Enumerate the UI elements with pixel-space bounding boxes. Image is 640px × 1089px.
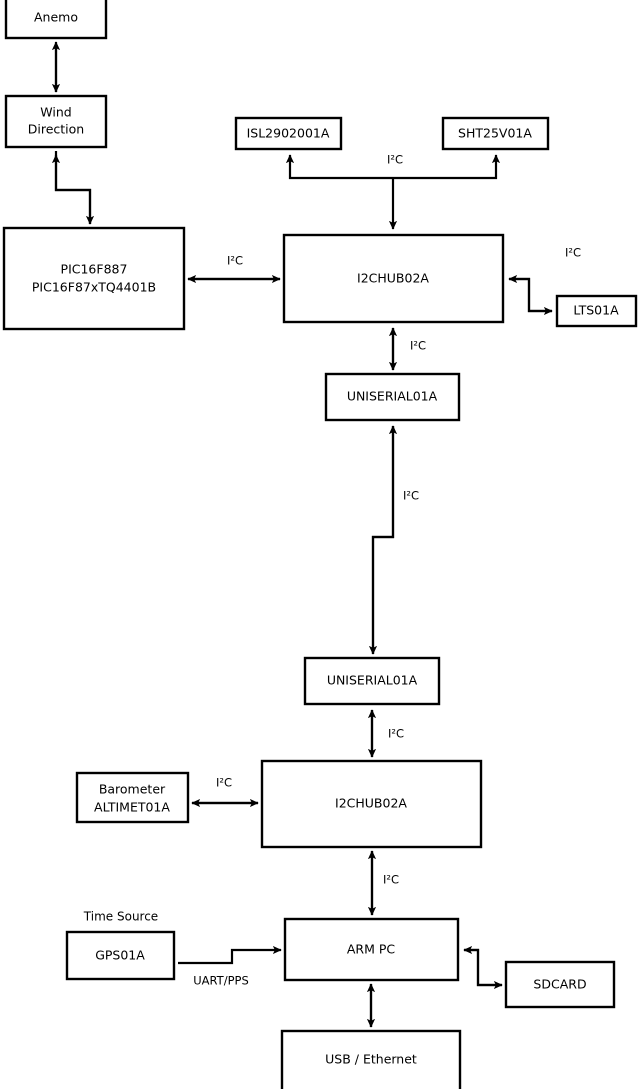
node-i2chub02a-top[interactable]: I2CHUB02A — [282, 233, 505, 324]
node-uniserial01a-lower[interactable]: UNISERIAL01A — [303, 656, 441, 706]
node-wind-direction[interactable]: Wind Direction — [4, 94, 108, 149]
node-label-usbeth: USB / Ethernet — [325, 1052, 417, 1067]
node-gps01a[interactable]: GPS01A — [65, 930, 176, 981]
node-isl2902001a[interactable]: ISL2902001A — [234, 116, 343, 151]
node-barometer[interactable]: Barometer ALTIMET01A — [75, 771, 190, 824]
node-label-pic-line2: PIC16F87xTQ4401B — [32, 280, 156, 295]
node-label-gps: GPS01A — [95, 948, 145, 963]
node-label-lts: LTS01A — [573, 303, 619, 318]
node-label-sht: SHT25V01A — [458, 126, 532, 141]
edge-label-hubbot-armpc: I²C — [383, 873, 399, 887]
node-label-sdcard: SDCARD — [533, 977, 586, 992]
node-label-armpc: ARM PC — [347, 942, 396, 957]
caption-time-source: Time Source — [83, 910, 158, 924]
node-uniserial01a-upper[interactable]: UNISERIAL01A — [324, 372, 461, 422]
node-label-anemo: Anemo — [34, 10, 78, 25]
node-label-barometer-line2: ALTIMET01A — [94, 800, 170, 815]
node-label-wind-line1: Wind — [40, 105, 71, 120]
node-lts01a[interactable]: LTS01A — [555, 294, 638, 328]
node-label-uniserial-lower: UNISERIAL01A — [327, 673, 418, 688]
node-i2chub02a-bottom[interactable]: I2CHUB02A — [260, 759, 483, 849]
node-label-uniserial-upper: UNISERIAL01A — [347, 389, 438, 404]
node-anemo[interactable]: Anemo — [4, 0, 108, 40]
edge-label-hubtop-uniup: I²C — [410, 339, 426, 353]
edge-gps-armpc — [178, 945, 282, 965]
node-label-barometer-line1: Barometer — [99, 782, 166, 797]
captions-layer: Time Source — [83, 910, 158, 924]
node-label-hub-top: I2CHUB02A — [357, 271, 429, 286]
edge-armpc-sdcard — [463, 945, 503, 990]
node-sht25v01a[interactable]: SHT25V01A — [441, 116, 550, 151]
edges-layer — [51, 41, 553, 1028]
edge-label-hubtop-lts: I²C — [565, 246, 581, 260]
edge-wind-pic — [51, 151, 95, 225]
node-label-hub-bottom: I2CHUB02A — [335, 796, 407, 811]
node-label-wind-line2: Direction — [28, 122, 84, 137]
node-label-isl: ISL2902001A — [247, 126, 330, 141]
edge-label-pic-hubtop: I²C — [227, 254, 243, 268]
node-sdcard[interactable]: SDCARD — [504, 960, 616, 1009]
node-pic-mcu[interactable]: PIC16F887 PIC16F87xTQ4401B — [2, 226, 186, 331]
edge-uniup-unilo — [368, 425, 398, 655]
edge-label-unilo-hubbot: I²C — [388, 727, 404, 741]
edge-labels-layer: I²C I²C I²C I²C I²C I²C I²C I²C UART/PPS — [193, 153, 581, 988]
edge-label-barometer-hubbot: I²C — [216, 776, 232, 790]
node-arm-pc[interactable]: ARM PC — [283, 917, 460, 982]
edge-label-hubtop-sensors: I²C — [387, 153, 403, 167]
edge-hubtop-lts — [508, 274, 553, 316]
edge-hubtop-sensors — [285, 154, 501, 230]
edge-label-gps-armpc: UART/PPS — [193, 974, 249, 988]
node-usb-ethernet[interactable]: USB / Ethernet — [280, 1029, 462, 1089]
node-label-pic-line1: PIC16F887 — [61, 262, 128, 277]
edge-label-uniup-unilo: I²C — [403, 489, 419, 503]
